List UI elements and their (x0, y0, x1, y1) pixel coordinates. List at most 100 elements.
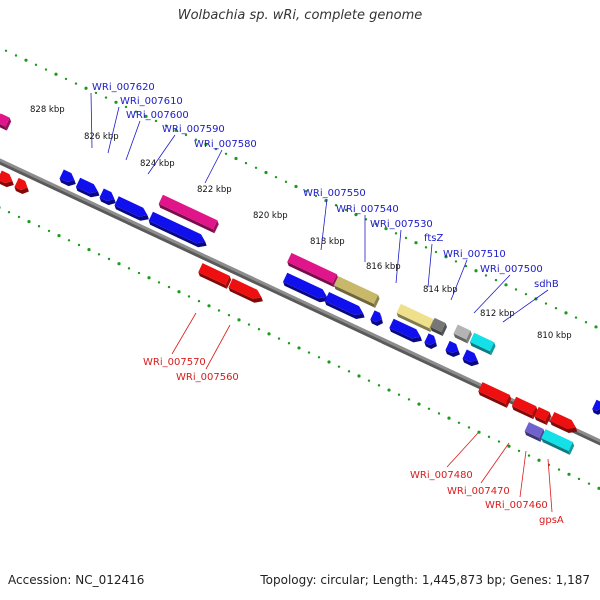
gene-plus (370, 310, 383, 326)
ruler-dot (17, 215, 21, 219)
ruler-dot (214, 147, 218, 151)
ruler-dot (344, 208, 348, 212)
ruler-dot (144, 114, 148, 118)
gene-label-minus: WRi_007570 (143, 357, 206, 368)
ruler-dot (407, 398, 411, 401)
ruler-dot (444, 255, 448, 259)
ruler-dot (524, 292, 528, 296)
ruler-dot (597, 486, 600, 490)
ruler-dot (174, 128, 178, 132)
gene-face (0, 170, 13, 184)
gene-minus (511, 396, 538, 420)
ruler-dot (437, 412, 441, 415)
ruler-dot (54, 72, 58, 76)
gene-label-plus-leader (147, 134, 176, 175)
gene-end (545, 412, 551, 426)
ruler-dot (287, 342, 291, 345)
gene-minus (228, 278, 263, 303)
kbp-tick-label: 820 kbp (253, 211, 288, 221)
ruler-dot (264, 170, 268, 175)
gene-label-plus: WRi_007530 (370, 219, 433, 230)
ruler-dot (357, 374, 361, 378)
ruler-dot (157, 281, 161, 284)
ruler-dot (57, 234, 61, 238)
ruler-dot (334, 204, 338, 207)
gene-plus (158, 194, 219, 234)
gene-end (373, 294, 380, 308)
ruler-dot (277, 337, 281, 340)
gene-side (14, 186, 29, 195)
label-leader-lines (90, 92, 553, 513)
gene-label-plus: WRi_007510 (443, 249, 506, 260)
gene-minus (0, 170, 14, 188)
gene-plus (75, 177, 100, 198)
ruler-dot (477, 430, 481, 434)
ruler-dot (384, 227, 388, 231)
kbp-tick-label: 816 kbp (366, 262, 401, 272)
gene-minus (541, 429, 575, 455)
ruler-dot (484, 274, 488, 277)
gene-label-minus-leader (547, 458, 553, 513)
ruler-dot (87, 248, 91, 252)
gene-plus (324, 291, 365, 320)
gene-side (228, 287, 263, 303)
gene-label-minus: WRi_007460 (485, 500, 548, 511)
gene-label-plus-leader (320, 198, 328, 251)
ruler-dot (474, 269, 478, 273)
ruler-dot (394, 232, 398, 235)
kbp-tick-label: 812 kbp (480, 309, 515, 319)
gene-side (462, 358, 479, 367)
topology-text: Topology: circular; Length: 1,445,873 bp… (260, 573, 590, 587)
gene-label-minus-leader (480, 442, 510, 484)
gene-side (59, 178, 76, 187)
gene-face (453, 324, 471, 340)
gene-side (148, 220, 207, 248)
gene-end (489, 342, 496, 356)
gene-label-plus-leader (473, 274, 511, 314)
ruler-dot (347, 370, 351, 373)
ruler-dot (377, 384, 381, 387)
ruler-dot (414, 241, 418, 245)
kbp-tick-label: 828 kbp (30, 105, 65, 115)
gene-label-plus: WRi_007540 (336, 204, 399, 215)
ruler-dot (554, 307, 558, 310)
ruler-dot (207, 304, 211, 308)
gene-end (505, 394, 512, 408)
ruler-dot (517, 449, 521, 453)
gene-face (469, 332, 495, 352)
ruler-dot (67, 239, 71, 242)
ruler-dot (217, 309, 221, 312)
gene-label-minus-leader (446, 432, 479, 468)
gene-end (456, 343, 460, 355)
ruler-dot (254, 166, 258, 170)
gene-side (389, 327, 422, 343)
ruler-dot (537, 458, 541, 462)
ruler-dot (367, 379, 371, 382)
gene-side (0, 179, 14, 188)
gene-face (198, 263, 230, 285)
gene-side (430, 326, 443, 337)
gene-label-minus: gpsA (539, 515, 564, 526)
gene-label-minus-leader (205, 324, 231, 370)
ruler-dot (514, 288, 518, 291)
ruler-dot (584, 321, 588, 324)
gene-side (333, 285, 376, 308)
gene-face (14, 177, 28, 191)
gene-face (99, 188, 115, 202)
gene-face (75, 177, 98, 194)
ruler-dot (84, 86, 88, 90)
gene-face (396, 303, 434, 329)
ruler-dot (7, 211, 11, 214)
ruler-dot (14, 54, 18, 57)
gene-side (396, 312, 431, 333)
gene-plus (389, 318, 422, 343)
gene-end (332, 274, 339, 288)
ruler-dot (74, 82, 78, 85)
ruler-dot (587, 482, 591, 485)
gene-label-plus: sdhB (534, 279, 559, 290)
ruler-dot (97, 253, 101, 256)
accession-text: Accession: NC_012416 (8, 573, 145, 587)
ruler-dot (354, 213, 358, 217)
ruler-dot (374, 222, 378, 226)
